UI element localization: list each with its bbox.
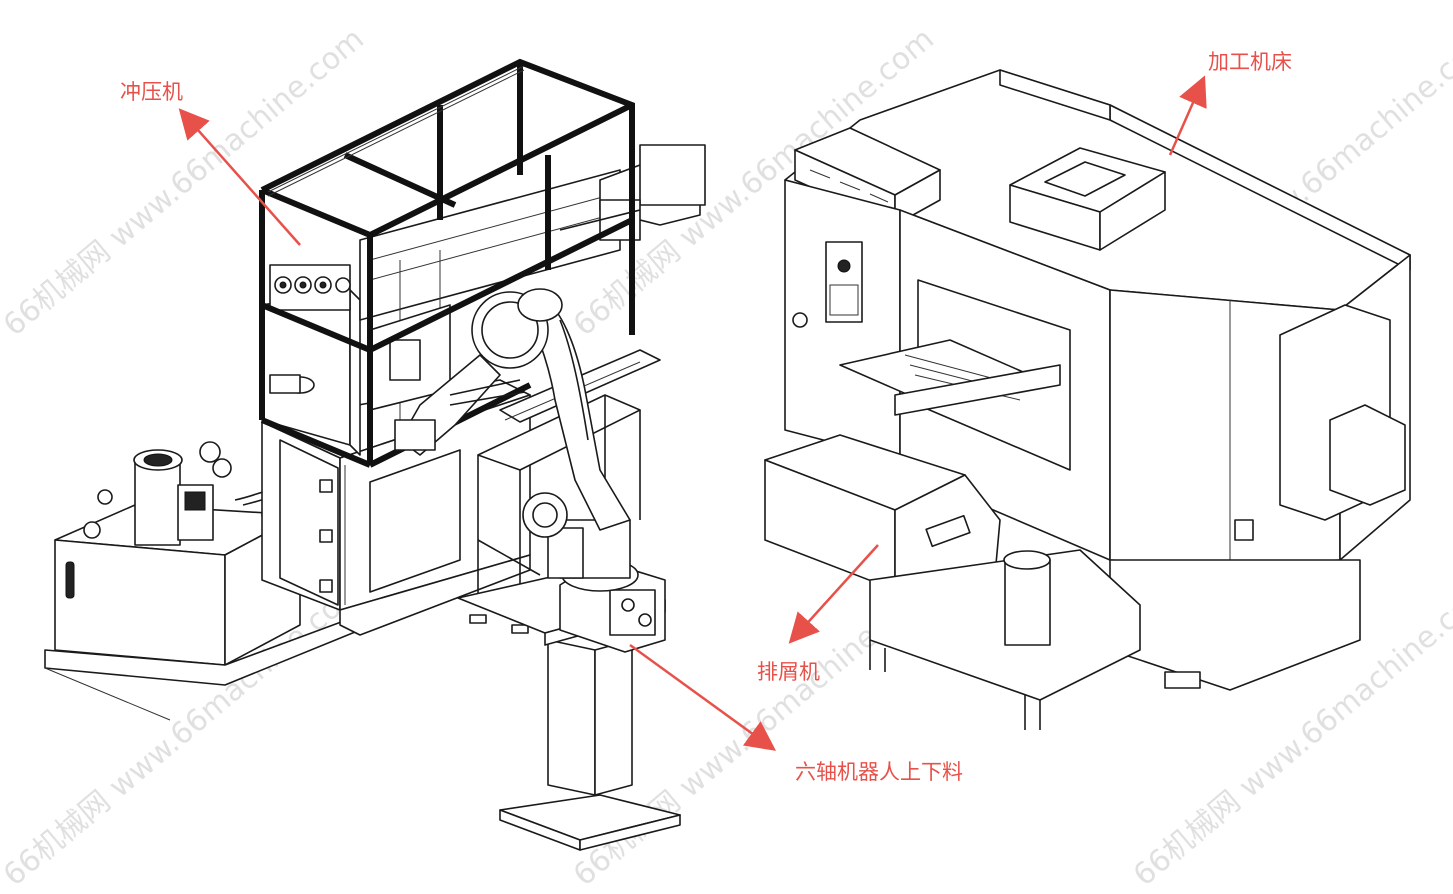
arrow-robot — [629, 643, 777, 751]
label-chip-conveyor: 排屑机 — [757, 660, 820, 684]
chip-conveyor — [764, 434, 1141, 730]
press-machine — [259, 58, 706, 636]
label-robot: 六轴机器人上下料 — [795, 760, 963, 784]
arrow-press — [178, 108, 301, 246]
label-press: 冲压机 — [120, 80, 183, 104]
arrow-chip-conveyor — [788, 544, 879, 644]
label-machine-tool: 加工机床 — [1208, 50, 1292, 74]
arrow-machine-tool — [1168, 75, 1207, 156]
six-axis-robot — [394, 288, 666, 653]
callout-arrows — [178, 75, 1207, 751]
